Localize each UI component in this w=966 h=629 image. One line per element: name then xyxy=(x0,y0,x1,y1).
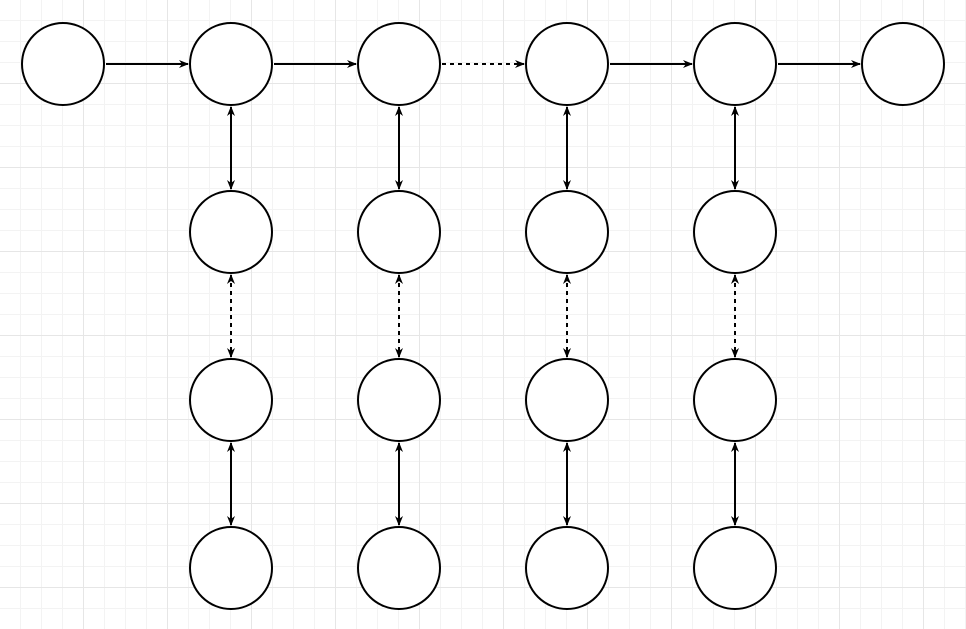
top-node-4[interactable] xyxy=(525,22,609,106)
column-4-node-3[interactable] xyxy=(693,526,777,610)
column-3-node-2[interactable] xyxy=(525,358,609,442)
column-3-node-1[interactable] xyxy=(525,190,609,274)
column-1-node-2[interactable] xyxy=(189,358,273,442)
edges-layer xyxy=(106,60,861,526)
column-1-node-3[interactable] xyxy=(189,526,273,610)
top-node-6[interactable] xyxy=(861,22,945,106)
top-node-2[interactable] xyxy=(189,22,273,106)
column-2-node-3[interactable] xyxy=(357,526,441,610)
top-node-1[interactable] xyxy=(21,22,105,106)
column-1-node-1[interactable] xyxy=(189,190,273,274)
column-2-node-2[interactable] xyxy=(357,358,441,442)
nodes-layer xyxy=(21,22,945,610)
column-2-node-1[interactable] xyxy=(357,190,441,274)
top-node-3[interactable] xyxy=(357,22,441,106)
column-4-node-2[interactable] xyxy=(693,358,777,442)
top-node-5[interactable] xyxy=(693,22,777,106)
column-4-node-1[interactable] xyxy=(693,190,777,274)
column-3-node-3[interactable] xyxy=(525,526,609,610)
